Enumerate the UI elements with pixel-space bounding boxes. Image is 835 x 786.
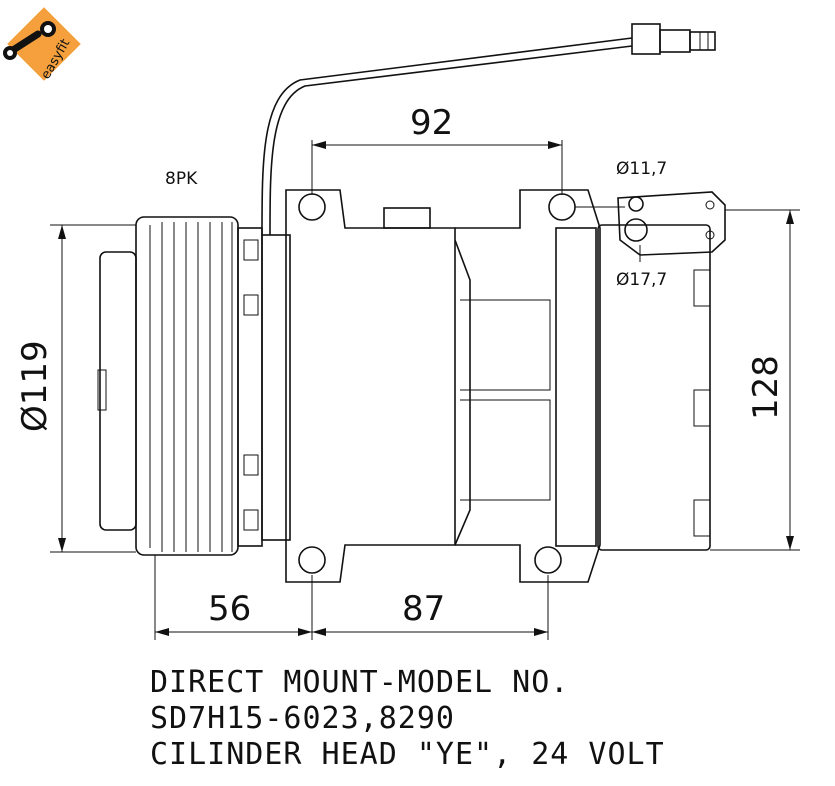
fitting-plate (617, 191, 726, 256)
dim-128: 128 (746, 355, 786, 420)
dim-92: 92 (410, 103, 453, 143)
easyfit-logo: easyfit (3, 7, 81, 82)
large-port-label: Ø17,7 (616, 270, 667, 290)
dim-87: 87 (402, 589, 445, 629)
caption-line-2: SD7H15-6023,8290 (150, 701, 455, 736)
pulley (97, 216, 239, 556)
compressor-body (237, 189, 726, 583)
caption-line-3: CILINDER HEAD "YE", 24 VOLT (150, 737, 665, 772)
dim-pulley-diameter: Ø119 (15, 340, 55, 432)
caption-line-1: DIRECT MOUNT-MODEL NO. (150, 665, 569, 700)
belt-label: 8PK (165, 169, 198, 189)
dimensions (50, 140, 800, 640)
dim-56: 56 (208, 589, 251, 629)
cable (261, 23, 716, 236)
small-port-label: Ø11,7 (616, 159, 667, 179)
connector (631, 23, 661, 55)
nut (383, 207, 431, 229)
